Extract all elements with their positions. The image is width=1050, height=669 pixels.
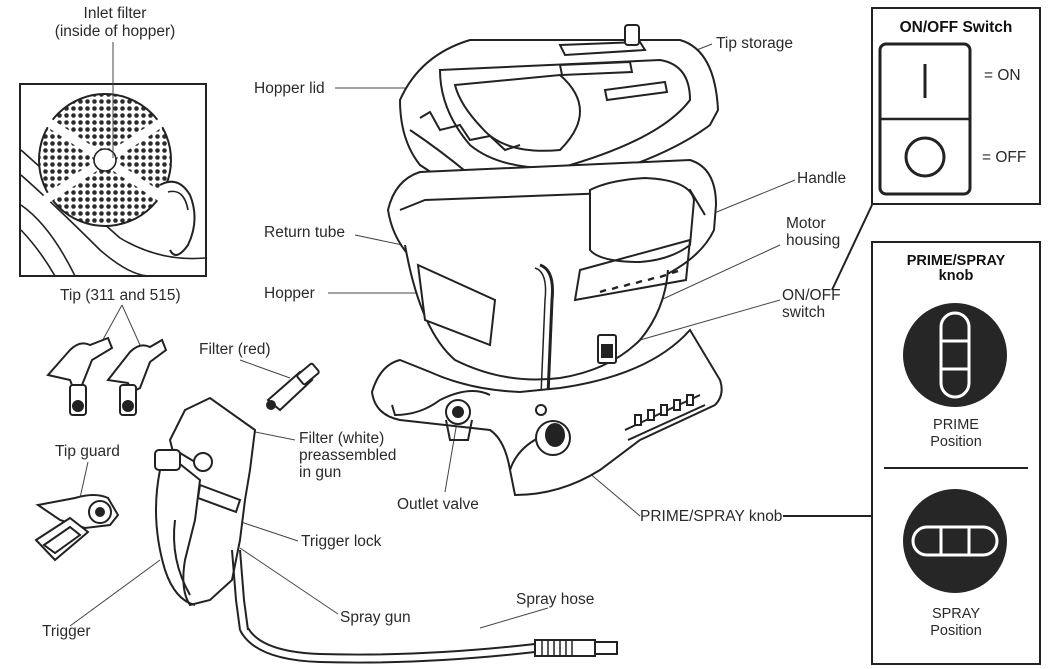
handle-label: Handle xyxy=(797,170,847,187)
tip-label: Tip (311 and 515) xyxy=(60,287,181,304)
knob-panel-title-1: PRIME/SPRAY xyxy=(906,253,1006,269)
off-legend: = OFF xyxy=(982,149,1027,166)
spray-gun-label: Spray gun xyxy=(340,609,411,626)
inlet-filter-sublabel: (inside of hopper) xyxy=(54,23,176,40)
hopper-label: Hopper xyxy=(264,285,315,302)
onoff-panel-title: ON/OFF Switch xyxy=(899,19,1013,36)
inlet-filter-label: Inlet filter xyxy=(83,5,147,22)
onoff-switch-label-2: switch xyxy=(782,304,826,321)
tip-guard-label: Tip guard xyxy=(55,443,120,460)
filter-red-part xyxy=(266,362,320,412)
off-symbol xyxy=(904,136,946,178)
prime-position-label-2: Position xyxy=(930,434,982,450)
on-legend: = ON xyxy=(984,67,1021,84)
knob-panel-title-2: knob xyxy=(938,268,974,284)
onoff-panel xyxy=(871,7,1041,205)
spray-position-label-1: SPRAY xyxy=(931,606,981,622)
filter-white-label-3: in gun xyxy=(299,464,342,481)
spray-position-label-2: Position xyxy=(930,623,982,639)
filter-red-label: Filter (red) xyxy=(199,341,271,358)
outlet-valve-label: Outlet valve xyxy=(397,496,479,513)
filter-white-label-1: Filter (white) xyxy=(299,430,385,447)
tip-guard-part xyxy=(34,494,120,562)
prime-position-label-1: PRIME xyxy=(933,417,979,433)
trigger-lock-label: Trigger lock xyxy=(301,533,382,550)
spray-hose-label: Spray hose xyxy=(516,591,595,608)
hopper-lid-label: Hopper lid xyxy=(254,80,325,97)
knob-panel xyxy=(871,241,1041,665)
return-tube-label: Return tube xyxy=(264,224,345,241)
motor-housing-label-1: Motor xyxy=(786,215,826,232)
spray-gun-part xyxy=(154,396,257,631)
base-housing xyxy=(370,328,723,497)
onoff-switch-label-1: ON/OFF xyxy=(782,287,841,304)
trigger-label: Trigger xyxy=(42,623,91,640)
tip-storage-label: Tip storage xyxy=(716,35,793,52)
hopper-lid xyxy=(398,24,720,197)
motor-housing-label-2: housing xyxy=(786,232,841,249)
spray-hose-part xyxy=(239,627,618,664)
prime-spray-knob-label: PRIME/SPRAY knob xyxy=(640,508,783,525)
spray-tips xyxy=(46,336,168,416)
filter-white-label-2: preassembled xyxy=(299,447,397,464)
